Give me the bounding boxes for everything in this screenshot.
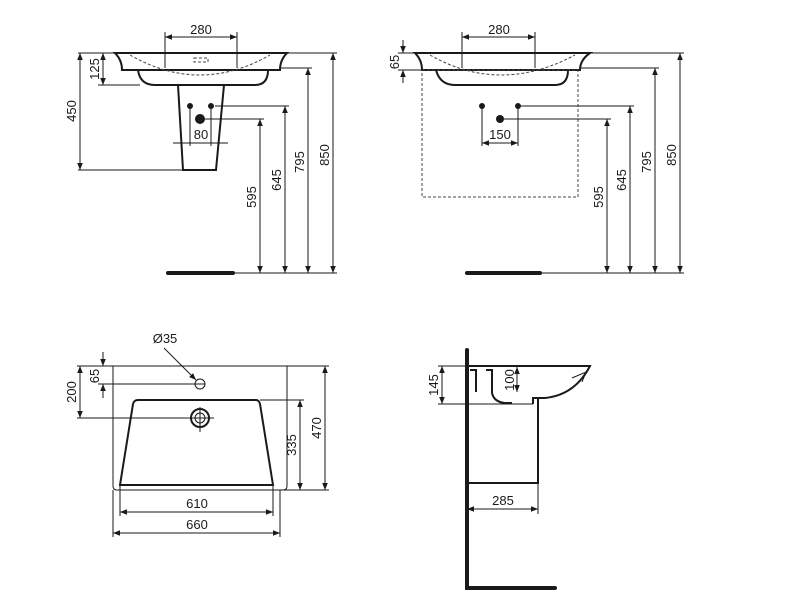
dim-80: 80 <box>194 127 208 142</box>
dim-660: 660 <box>186 517 208 532</box>
front-view-wall: 280 65 150 595 645 795 850 <box>387 22 684 275</box>
dim-65: 65 <box>87 369 102 383</box>
dim-150: 150 <box>489 127 511 142</box>
dim-645: 645 <box>614 169 629 191</box>
dim-diameter-35: Ø35 <box>153 331 178 346</box>
dim-645: 645 <box>269 169 284 191</box>
dim-450: 450 <box>64 100 79 122</box>
pedestal <box>177 84 225 171</box>
dim-200: 200 <box>64 381 79 403</box>
dim-65: 65 <box>387 55 402 69</box>
dim-595: 595 <box>591 186 606 208</box>
dim-610: 610 <box>186 496 208 511</box>
dim-145: 145 <box>426 374 441 396</box>
basin-bowl <box>137 69 269 86</box>
basin-rim <box>112 52 290 71</box>
dim-595: 595 <box>244 186 259 208</box>
dim-795: 795 <box>639 151 654 173</box>
top-view: Ø35 65 200 335 470 610 660 <box>64 331 329 537</box>
dim-285: 285 <box>492 493 514 508</box>
dim-470: 470 <box>309 417 324 439</box>
dim-795: 795 <box>292 151 307 173</box>
dim-280: 280 <box>488 22 510 37</box>
dim-280: 280 <box>190 22 212 37</box>
side-view: 145 100 285 <box>426 348 592 590</box>
dim-850: 850 <box>664 144 679 166</box>
dim-100: 100 <box>502 369 517 391</box>
dim-335: 335 <box>284 434 299 456</box>
wall-and-floor <box>465 348 557 590</box>
dim-125: 125 <box>87 58 102 80</box>
dim-850: 850 <box>317 144 332 166</box>
front-view-pedestal: 280 125 450 80 595 645 795 850 <box>64 22 337 275</box>
